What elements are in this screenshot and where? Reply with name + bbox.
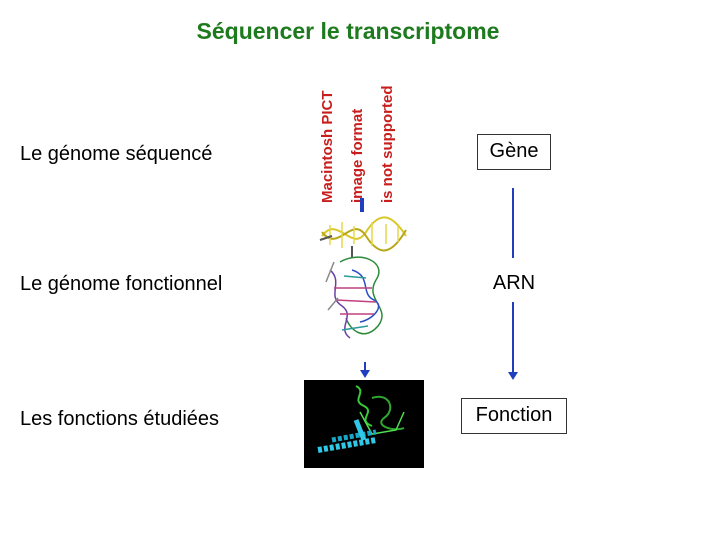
connector-rna-protein-head xyxy=(360,370,370,378)
unsupported-image-text: Macintosh PICT image format is not suppo… xyxy=(319,86,396,204)
row-label-functional-genome: Le génome fonctionnel xyxy=(20,273,223,295)
unsupported-text-line-1: Macintosh PICT xyxy=(319,90,336,203)
gene-box: Gène xyxy=(477,134,551,170)
unsupported-text-line-2: image format xyxy=(349,109,366,203)
unsupported-text-line-3: is not supported xyxy=(379,86,396,204)
function-box: Fonction xyxy=(461,398,567,434)
unsupported-image-placeholder: Macintosh PICT image format is not suppo… xyxy=(306,86,410,207)
rna-structure-image xyxy=(325,256,383,339)
arrow-rna-to-function-head xyxy=(508,372,518,380)
page-title: Séquencer le transcriptome xyxy=(196,18,500,44)
dna-helix-image xyxy=(319,216,407,252)
row-label-studied-functions: Les fonctions étudiées xyxy=(20,408,220,430)
row-label-sequenced-genome: Le génome séquencé xyxy=(20,143,213,165)
rna-label: ARN xyxy=(492,272,536,294)
protein-structure-image xyxy=(304,380,424,468)
